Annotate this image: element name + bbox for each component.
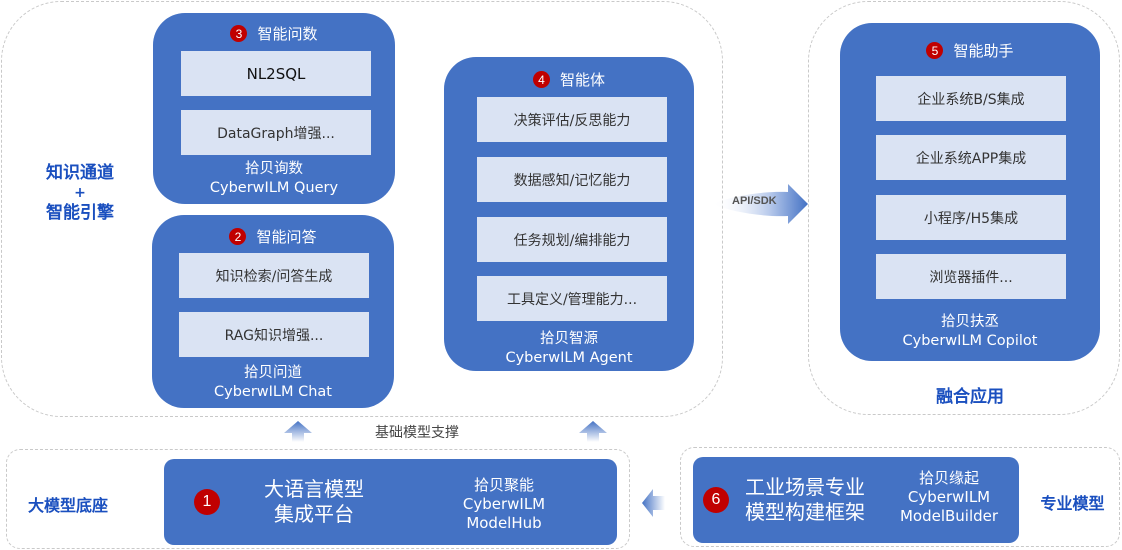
modelbuilder-product-name: 拾贝缘起 CyberwILM ModelBuilder (899, 469, 999, 525)
fusion-application-label: 融合应用 (936, 387, 1004, 407)
arrow-up-icon (579, 421, 607, 442)
number-badge: 5 (926, 42, 944, 59)
agent-panel-title: 4 智能体 (444, 69, 694, 90)
chat-panel-title: 2 智能问答 (152, 226, 394, 247)
number-badge: 1 (194, 489, 220, 515)
specialized-model-group (680, 447, 1120, 547)
feature-item[interactable]: 小程序/H5集成 (876, 195, 1066, 240)
fusion-application-group (808, 1, 1120, 415)
number-badge: 6 (703, 487, 729, 513)
copilot-panel[interactable]: 5 智能助手 企业系统B/S集成 企业系统APP集成 小程序/H5集成 浏览器插… (840, 23, 1100, 361)
feature-item[interactable]: 企业系统APP集成 (876, 135, 1066, 180)
query-product-name: 拾贝询数 CyberwILM Query (209, 161, 339, 196)
arrow-left-icon (642, 489, 665, 517)
support-arrow-right (578, 420, 608, 442)
feature-item[interactable]: 浏览器插件... (876, 254, 1066, 299)
modelhub-title: 大语言模型 集成平台 (264, 477, 364, 526)
feature-item[interactable]: RAG知识增强... (179, 312, 369, 357)
chat-product-name: 拾贝问道 CyberwILM Chat (213, 365, 332, 400)
knowledge-engine-label: 知识通道 + 智能引擎 (46, 163, 114, 223)
feature-item[interactable]: 企业系统B/S集成 (876, 76, 1066, 121)
feature-item[interactable]: NL2SQL (181, 51, 371, 96)
support-arrow-left (283, 420, 313, 442)
api-sdk-label: API/SDK (732, 195, 777, 207)
feature-item[interactable]: 知识检索/问答生成 (179, 253, 369, 298)
chat-panel[interactable]: 2 智能问答 知识检索/问答生成 RAG知识增强... 拾贝问道 CyberwI… (152, 215, 394, 408)
feature-item[interactable]: DataGraph增强... (181, 110, 371, 155)
query-panel-title: 3 智能问数 (153, 23, 395, 44)
agent-panel[interactable]: 4 智能体 决策评估/反思能力 数据感知/记忆能力 任务规划/编排能力 工具定义… (444, 57, 694, 371)
builder-to-hub-arrow (641, 488, 665, 518)
agent-product-name: 拾贝智源 CyberwILM Agent (505, 331, 633, 366)
copilot-panel-title: 5 智能助手 (840, 40, 1100, 61)
feature-item[interactable]: 数据感知/记忆能力 (477, 157, 667, 202)
foundation-label: 大模型底座 (28, 496, 109, 515)
api-sdk-arrow: API/SDK (712, 182, 812, 226)
number-badge: 3 (230, 25, 248, 42)
modelhub-bar[interactable]: 1 大语言模型 集成平台 拾贝聚能 CyberwILM ModelHub (164, 459, 617, 545)
copilot-product-name: 拾贝扶丞 CyberwILM Copilot (902, 314, 1038, 349)
number-badge: 4 (532, 71, 550, 88)
knowledge-engine-group (1, 1, 723, 417)
modelbuilder-title: 工业场景专业 模型构建框架 (745, 475, 865, 524)
modelhub-product-name: 拾贝聚能 CyberwILM ModelHub (462, 476, 546, 532)
foundation-group (6, 449, 630, 549)
number-badge: 2 (229, 228, 247, 245)
feature-item[interactable]: 工具定义/管理能力... (477, 276, 667, 321)
arrow-right-icon (712, 184, 808, 224)
specialized-model-label: 专业模型 (1040, 494, 1105, 513)
support-label: 基础模型支撑 (375, 425, 459, 441)
feature-item[interactable]: 决策评估/反思能力 (477, 97, 667, 142)
modelbuilder-bar[interactable]: 6 工业场景专业 模型构建框架 拾贝缘起 CyberwILM ModelBuil… (693, 457, 1019, 543)
query-panel[interactable]: 3 智能问数 NL2SQL DataGraph增强... 拾贝询数 Cyberw… (153, 13, 395, 204)
feature-item[interactable]: 任务规划/编排能力 (477, 217, 667, 262)
arrow-up-icon (284, 421, 312, 442)
